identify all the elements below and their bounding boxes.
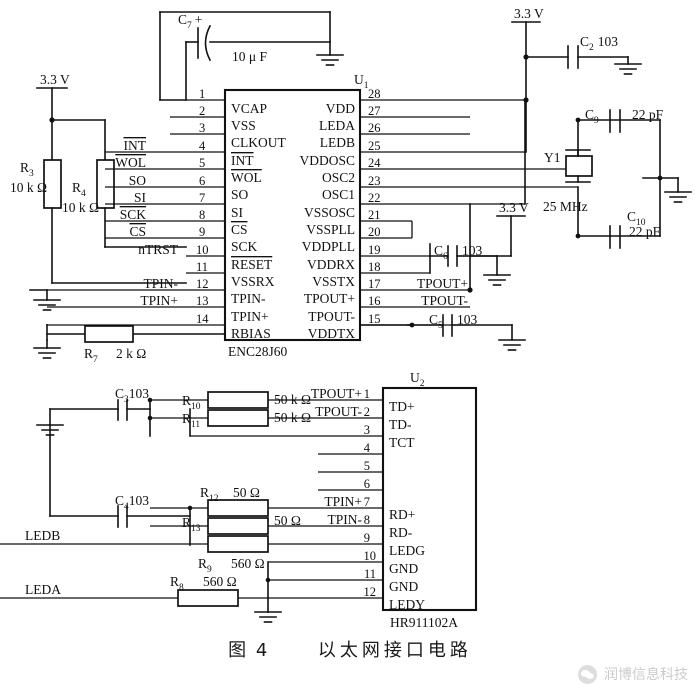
u1-left-pin-wires	[47, 99, 225, 326]
watermark: 润博信息科技	[578, 664, 688, 684]
resistor-r8	[177, 589, 239, 607]
u1-body	[223, 88, 362, 342]
resistor-r13	[207, 517, 269, 535]
resistor-r3	[43, 159, 187, 284]
crystal-network	[565, 109, 692, 249]
c3-r10-r11-network	[36, 391, 269, 437]
c4-r12-r13-network	[49, 424, 269, 553]
figure-title: 以太网接口电路	[317, 640, 472, 661]
resistor-r12	[207, 499, 269, 517]
u1-right-pin-wires	[360, 99, 578, 326]
watermark-text: 润博信息科技	[604, 667, 688, 683]
capacitor-c5-net	[359, 314, 526, 351]
wechat-icon	[578, 664, 597, 684]
u2-body	[381, 386, 478, 612]
figure-caption: 图 4 以太网接口电路	[0, 636, 700, 662]
resistor-r7	[84, 325, 134, 343]
left-ground-nets	[33, 289, 226, 359]
resistor-r4	[96, 159, 187, 248]
power-tap-c6	[429, 99, 526, 293]
figure-number: 图 4	[228, 640, 270, 661]
capacitor-c7	[159, 11, 344, 101]
resistor-r9	[207, 535, 269, 553]
r8-leda-network	[177, 561, 282, 623]
power-rail-right	[511, 21, 642, 153]
power-rail-left	[36, 87, 106, 161]
